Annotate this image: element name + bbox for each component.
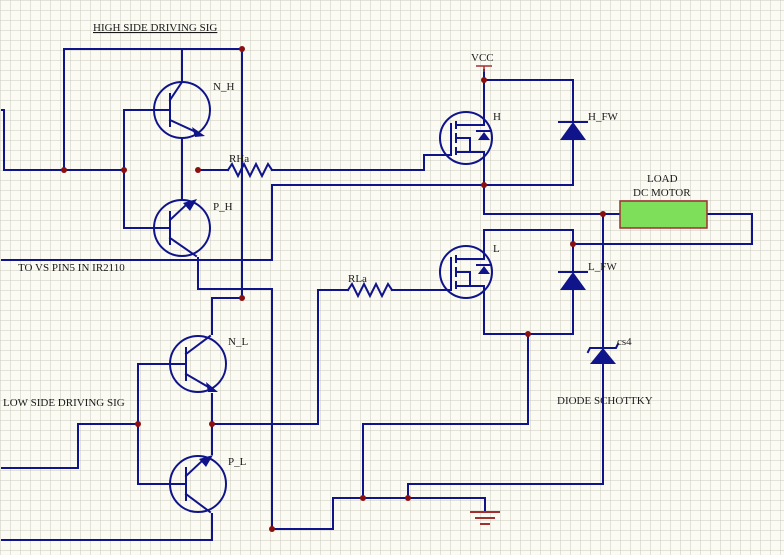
label-n-l: N_L [228, 336, 248, 348]
transistor-p-h [153, 199, 211, 258]
label-mosfet-l: L [493, 243, 500, 255]
junction-dots [61, 46, 606, 532]
label-mosfet-h: H [493, 111, 501, 123]
vcc-symbol [476, 65, 492, 72]
label-rha: RHa [229, 153, 249, 165]
mosfet-l [439, 245, 493, 299]
to-vs-label: TO VS PIN5 IN IR2110 [18, 262, 125, 274]
transistor-n-h [153, 80, 211, 139]
transistor-p-l [169, 455, 227, 514]
mosfet-h [439, 109, 493, 165]
load-label-line2: DC MOTOR [633, 187, 691, 199]
load-label-line1: LOAD [647, 173, 678, 185]
low-side-sig-label: LOW SIDE DRIVING SIG [3, 397, 125, 409]
diode-schottky-label: DIODE SCHOTTKY [557, 395, 653, 407]
resistor-rha [226, 161, 274, 179]
diode-h-fw [558, 121, 588, 140]
label-rla: RLa [348, 273, 367, 285]
label-h-fw: H_FW [588, 111, 619, 123]
resistor-rla [346, 281, 394, 299]
label-p-h: P_H [213, 201, 233, 213]
ground-symbol [470, 511, 500, 525]
high-side-sig-label: HIGH SIDE DRIVING SIG [93, 22, 217, 34]
transistor-n-l [169, 334, 227, 393]
load-dc-motor [619, 200, 708, 229]
label-l-fw: L_FW [588, 261, 617, 273]
diode-schottky [586, 342, 620, 364]
label-p-l: P_L [228, 456, 247, 468]
label-cs4: cs4 [617, 336, 632, 348]
vcc-label: VCC [471, 52, 494, 64]
diode-l-fw [558, 271, 588, 290]
label-n-h: N_H [213, 81, 234, 93]
